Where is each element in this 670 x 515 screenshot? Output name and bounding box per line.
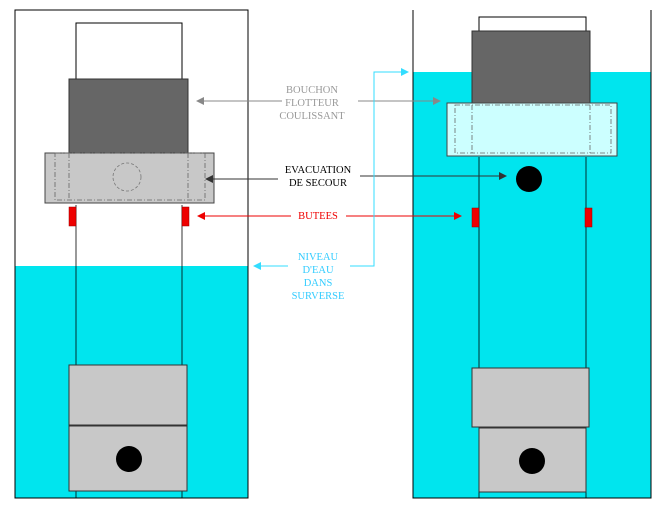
right-housing xyxy=(446,102,618,157)
niveau-arrow-right xyxy=(350,68,409,267)
left-stop-a xyxy=(68,206,77,227)
bouchon-label-line2: FLOTTEUR xyxy=(285,98,339,109)
left-bottom-unit-upper xyxy=(68,364,188,426)
right-bottom-hole xyxy=(519,448,545,474)
niveau-label-line4: SURVERSE xyxy=(292,291,345,302)
evacuation-label-line1: EVACUATION xyxy=(285,165,352,176)
right-panel xyxy=(412,10,652,499)
left-housing xyxy=(44,152,215,204)
right-stop-b xyxy=(584,207,593,228)
right-bottom-unit-upper xyxy=(471,367,590,428)
right-emergency-hole xyxy=(516,166,542,192)
niveau-label-line3: DANS xyxy=(304,278,333,289)
butees-label-group: BUTEES xyxy=(197,211,462,222)
right-stop-a xyxy=(471,207,480,228)
left-top-stem xyxy=(75,22,183,80)
niveau-label-line1: NIVEAU xyxy=(298,252,339,263)
niveau-label-group: NIVEAU D'EAU DANS SURVERSE xyxy=(253,68,409,302)
butees-label: BUTEES xyxy=(298,211,338,222)
bouchon-label-group: BOUCHON FLOTTEUR COULISSANT xyxy=(196,85,441,122)
left-bottom-hole xyxy=(116,446,142,472)
left-float-plug xyxy=(68,78,189,154)
bouchon-label-line3: COULISSANT xyxy=(279,111,345,122)
left-panel xyxy=(14,9,249,499)
bouchon-label-line1: BOUCHON xyxy=(286,85,338,96)
evacuation-label-group: EVACUATION DE SECOUR xyxy=(205,165,507,189)
right-float-plug xyxy=(471,30,591,104)
evacuation-label-line2: DE SECOUR xyxy=(289,178,347,189)
left-emergency-hole-hidden xyxy=(112,162,142,192)
right-top-stem xyxy=(478,16,587,32)
left-stop-b xyxy=(181,206,190,227)
niveau-label-line2: D'EAU xyxy=(302,265,333,276)
